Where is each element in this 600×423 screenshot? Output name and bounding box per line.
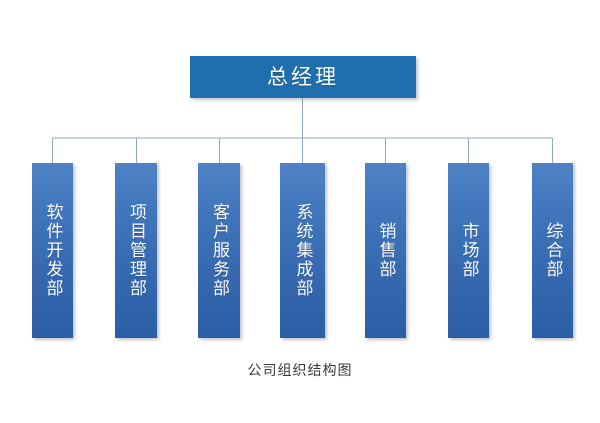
org-node-marketing[interactable]: 市场部 xyxy=(448,163,489,338)
org-node-general-manager[interactable]: 总经理 xyxy=(190,56,416,98)
org-node-sales[interactable]: 销售部 xyxy=(365,163,406,338)
org-node-customer-service[interactable]: 客户服务部 xyxy=(198,163,240,338)
org-node-label: 项目管理部 xyxy=(126,203,147,298)
chart-caption: 公司组织结构图 xyxy=(247,363,353,379)
org-node-label: 综合部 xyxy=(542,222,563,279)
org-node-label: 总经理 xyxy=(267,64,339,89)
org-node-system-integration[interactable]: 系统集成部 xyxy=(280,163,325,338)
org-node-label: 客户服务部 xyxy=(209,203,230,298)
org-node-label: 市场部 xyxy=(458,222,479,279)
org-node-label: 销售部 xyxy=(375,222,396,279)
org-node-software-development[interactable]: 软件开发部 xyxy=(32,163,73,338)
org-node-general-affairs[interactable]: 综合部 xyxy=(532,163,573,338)
org-node-project-management[interactable]: 项目管理部 xyxy=(115,163,157,338)
org-node-label: 软件开发部 xyxy=(42,203,63,298)
org-node-label: 系统集成部 xyxy=(292,203,313,298)
